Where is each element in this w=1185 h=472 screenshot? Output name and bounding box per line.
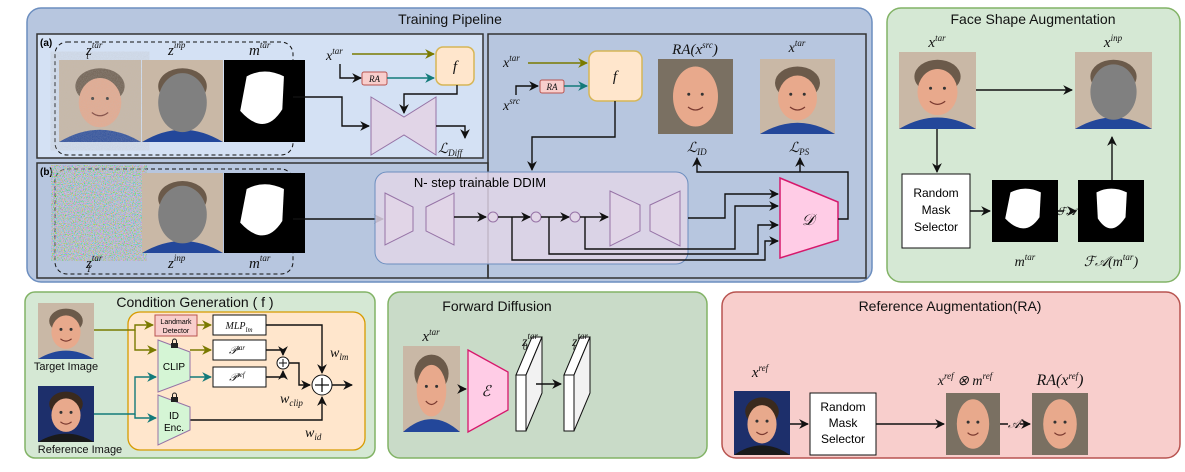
condition-generation-panel: Condition Generation ( f ) Target Image … bbox=[24, 291, 376, 459]
unet-block-a bbox=[370, 96, 437, 156]
augmented-reference-image bbox=[1032, 393, 1088, 455]
p-tar-label: 𝒫tar bbox=[229, 344, 245, 357]
target-image bbox=[760, 59, 835, 134]
latent-z0-slab bbox=[515, 336, 543, 432]
w-clip-label: wclip bbox=[280, 392, 303, 408]
loss-ps: ℒPS bbox=[789, 141, 810, 157]
ddim-label: N- step trainable DDIM bbox=[414, 175, 546, 190]
label-ra-x-ref: RA(xref) bbox=[1036, 371, 1084, 389]
mlp-lm-label: MLPlm bbox=[225, 321, 253, 334]
target-image-fd bbox=[403, 346, 460, 432]
reference-image-label: Reference Image bbox=[38, 444, 122, 456]
lock-icon bbox=[171, 392, 178, 402]
label-x-tar-fsa: xtar bbox=[927, 33, 946, 51]
masked-reference-image bbox=[946, 393, 1000, 455]
sum-icon bbox=[311, 374, 333, 396]
label-m-tar-b: mtar bbox=[249, 253, 271, 272]
fa-label: ℱ𝒜 bbox=[1057, 206, 1080, 218]
input-group-dashed bbox=[54, 41, 294, 156]
panel-b-label: (b) bbox=[40, 167, 53, 178]
decoder-block bbox=[779, 176, 839, 260]
face-shape-title: Face Shape Augmentation bbox=[950, 11, 1115, 27]
inpaint-image bbox=[1075, 52, 1152, 129]
target-image-fsa bbox=[899, 52, 976, 129]
condition-f-block bbox=[435, 46, 475, 86]
p-ref-label: 𝒫ref bbox=[229, 371, 246, 384]
label-x-ref: xref bbox=[751, 363, 770, 381]
clip-label: CLIP bbox=[163, 362, 186, 373]
encoder-block bbox=[467, 348, 509, 434]
label-x-tar: xtar bbox=[325, 46, 343, 64]
label-m-tar: mtar bbox=[249, 40, 271, 59]
encoder-label: ℰ bbox=[481, 384, 492, 400]
ddim-block: N- step trainable DDIM bbox=[374, 171, 689, 265]
label-x-tar-2: xtar bbox=[502, 53, 520, 71]
reference-image-cg bbox=[38, 386, 94, 442]
augmented-mask-image bbox=[1078, 180, 1144, 242]
panel-a-label: (a) bbox=[40, 38, 52, 49]
target-image-label: Target Image bbox=[34, 361, 98, 373]
decoder-label: 𝒟 bbox=[802, 212, 818, 229]
noisy-target-latent-image bbox=[59, 60, 141, 142]
forward-title: Forward Diffusion bbox=[442, 298, 551, 314]
lock-icon bbox=[171, 338, 178, 348]
label-z-inp: zinp bbox=[167, 40, 186, 59]
label-masked-ref: xref ⊗ mref bbox=[937, 371, 994, 389]
label-m-tar-fsa: mtar bbox=[1015, 252, 1036, 270]
inpaint-latent-image-b bbox=[142, 173, 223, 253]
a-label: 𝒜 bbox=[1008, 416, 1024, 431]
label-x-tar-fd: xtar bbox=[421, 327, 440, 345]
w-id-label: wid bbox=[305, 426, 322, 442]
inpaint-latent-image bbox=[142, 60, 223, 142]
training-pipeline-title: Training Pipeline bbox=[398, 11, 502, 27]
reference-image-ra bbox=[734, 391, 790, 455]
ra-block-2-label: RA bbox=[546, 82, 558, 92]
label-z-inp-b: zinp bbox=[167, 253, 186, 272]
face-shape-augmentation-panel: Face Shape Augmentation xtar xinp Random… bbox=[886, 7, 1181, 283]
mask-image-fsa bbox=[992, 180, 1058, 242]
label-ra-x-src: RA(xsrc) bbox=[671, 40, 718, 58]
loss-diff: ℒDiff bbox=[438, 142, 464, 158]
latent-zt-slab bbox=[563, 336, 591, 432]
target-mask-image bbox=[224, 60, 305, 142]
plus-icon bbox=[276, 356, 290, 370]
label-fa-m-tar: ℱ𝒜(mtar) bbox=[1084, 252, 1139, 270]
ra-block-label: RA bbox=[368, 74, 380, 84]
label-x-tar-3: xtar bbox=[788, 38, 806, 56]
condition-f-label: f bbox=[453, 59, 459, 75]
clip-encoder bbox=[157, 339, 191, 393]
condition-title: Condition Generation ( f ) bbox=[116, 294, 273, 310]
ref-aug-title: Reference Augmentation(RA) bbox=[859, 298, 1042, 314]
random-mask-selector-fsa bbox=[901, 173, 971, 249]
loss-id: ℒID bbox=[687, 141, 707, 157]
label-x-inp: xinp bbox=[1103, 33, 1123, 51]
w-lm-label: wlm bbox=[330, 346, 349, 362]
label-x-src: xsrc bbox=[502, 96, 520, 114]
id-encoder bbox=[157, 394, 191, 446]
condition-f-label-2: f bbox=[613, 69, 619, 85]
panel-b-frame bbox=[487, 33, 867, 279]
noise-latent-image bbox=[59, 173, 139, 253]
target-mask-image-b bbox=[224, 173, 305, 253]
augmented-source-image bbox=[658, 59, 733, 134]
target-image-cg bbox=[38, 303, 94, 359]
